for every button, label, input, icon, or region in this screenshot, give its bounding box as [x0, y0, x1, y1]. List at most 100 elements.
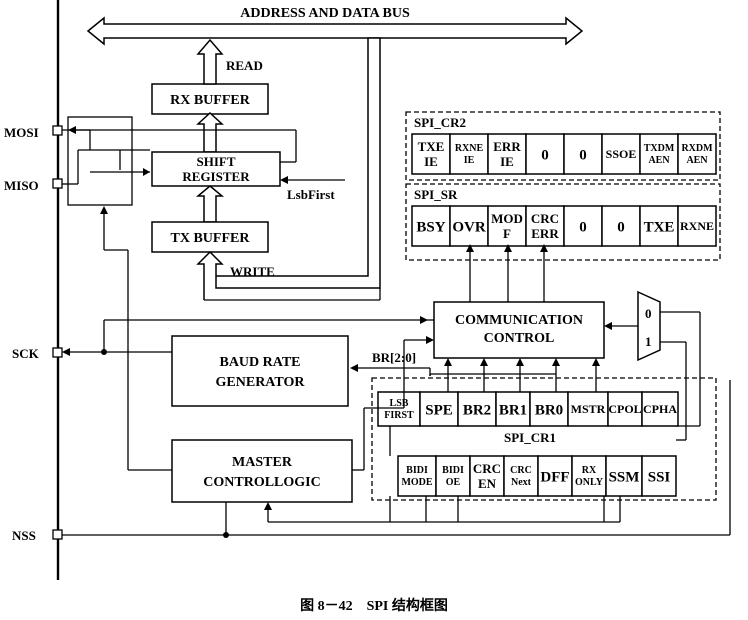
spi-cr1-row2-bit-6-text-0: SSM [609, 470, 640, 486]
spi-cr1-row2-bit-3-text-1: Next [511, 477, 532, 488]
spi-cr1-row1-bit-2-text-0: BR2 [463, 403, 491, 419]
tx-buffer: TX BUFFER [151, 221, 269, 253]
comm-to-sck-line [62, 316, 434, 356]
shift-register-label-1: SHIFT [196, 154, 235, 169]
spi-cr2-bit-1-text-0: RXNE [455, 143, 484, 154]
rx-buffer: RX BUFFER [151, 83, 269, 115]
spi-cr2-bit-6-text-1: AEN [648, 155, 670, 166]
pin-mosi: MOSI [4, 125, 63, 140]
spi-cr1-row1-bit-6: CPOL [607, 391, 643, 427]
tx-buffer-label: TX BUFFER [171, 231, 251, 246]
shift-mosi-loop [68, 126, 297, 163]
shift-to-rx-arrow [196, 111, 224, 153]
spi-sr-title: SPI_SR [414, 187, 458, 202]
bus-label: ADDRESS AND DATA BUS [240, 6, 410, 21]
spi-cr1-title: SPI_CR1 [504, 430, 556, 445]
spi-cr1-row1-bit-4-text-0: BR0 [535, 403, 563, 419]
spi-cr1-row2-bit-4-text-0: DFF [540, 470, 569, 486]
write-label: WRITE [230, 264, 275, 279]
spi-sr-bit-4: 0 [563, 205, 603, 247]
pin-miso-label: MISO [4, 178, 39, 193]
spi-sr-bit-2-text-0: MOD [491, 211, 523, 226]
spi-sr-bit-7: RXNE [677, 205, 717, 247]
communication-control: COMMUNICATION CONTROL [433, 301, 605, 359]
spi-cr1-row2-bit-3-text-0: CRC [510, 465, 532, 476]
spi-cr2-bit-2-text-0: ERR [493, 139, 521, 154]
spi-cr2-bit-4: 0 [563, 133, 603, 175]
lsbfirst-label: LsbFirst [287, 187, 335, 202]
rx-buffer-label: RX BUFFER [170, 93, 251, 108]
read-label: READ [226, 58, 263, 73]
spi-cr2-bit-7-text-0: RXDM [681, 143, 713, 154]
read-arrow: READ [196, 38, 263, 85]
spi-cr2-title: SPI_CR2 [414, 115, 466, 130]
spi-cr2-bit-5-text-0: SSOE [606, 147, 637, 161]
spi-cr2-bit-3-text-0: 0 [541, 148, 549, 164]
spi-sr-bit-1: OVR [449, 205, 489, 247]
mux-input-0: 0 [645, 306, 652, 321]
spi-cr2-bit-4-text-0: 0 [579, 148, 587, 164]
spi-cr1-row1-bit-1: SPE [419, 391, 459, 427]
spi-sr-bit-0: BSY [411, 205, 451, 247]
pin-switch-box [62, 116, 150, 206]
mux-input-1: 1 [645, 334, 652, 349]
baud-rate-label-1: BAUD RATE [219, 355, 300, 370]
pin-miso: MISO [4, 178, 63, 193]
spi-cr1-row2-bit-2-text-0: CRC [473, 461, 501, 476]
comm-to-sr-arrows [466, 244, 548, 302]
spi-sr-bit-5: 0 [601, 205, 641, 247]
spi-cr1-row2-bit-4: DFF [537, 455, 573, 497]
spi-cr2-bit-0-text-1: IE [424, 154, 438, 169]
spi-cr1-row2-bit-1-text-1: OE [446, 477, 461, 488]
spi-cr1-row1-bit-0-text-0: LSB [390, 398, 409, 409]
comm-control-label-1: COMMUNICATION [455, 313, 583, 328]
shift-register-label-2: REGISTER [182, 169, 250, 184]
baud-rate-generator: BAUD RATE GENERATOR [171, 335, 349, 407]
spi-cr1-row1-bit-5-text-0: MSTR [571, 402, 606, 416]
spi-sr-bit-1-text-0: OVR [452, 220, 486, 236]
address-data-bus: ADDRESS AND DATA BUS [86, 6, 584, 46]
spi-cr1-row1-bit-7: CPHA [641, 391, 679, 427]
write-arrow: WRITE [196, 37, 381, 300]
spi-cr1-row1-bit-5: MSTR [567, 391, 609, 427]
spi-cr1-row2-bit-7-text-0: SSI [648, 470, 671, 486]
spi-sr-bit-6-text-0: TXE [644, 220, 675, 236]
figure-caption: 图 8－42 SPI 结构框图 [300, 597, 448, 614]
spi-cr2-bit-1-text-1: IE [464, 155, 475, 166]
spi-cr2-bit-6-text-0: TXDM [644, 143, 675, 154]
spi-cr1-row1-bit-4: BR0 [529, 391, 569, 427]
comm-control-label-2: CONTROL [484, 331, 555, 346]
spi-sr-bit-2-text-1: F [503, 226, 511, 241]
master-control-label-2: CONTROLLOGIC [203, 475, 320, 490]
br-label: BR[2:0] [372, 350, 416, 365]
spi-cr2-bit-5: SSOE [601, 133, 641, 175]
spi-cr2-bit-0-text-0: TXE [418, 139, 445, 154]
spi-cr1-row2-bit-5-text-0: RX [582, 465, 597, 476]
spi-cr2-bit-3: 0 [525, 133, 565, 175]
spi-cr2-bit-2-text-1: IE [500, 154, 514, 169]
spi-cr1-row1-bit-3: BR1 [495, 391, 531, 427]
tx-to-shift-arrow [195, 185, 225, 223]
pin-nss-label: NSS [12, 528, 36, 543]
spi-cr1-row2-bit-6: SSM [605, 455, 643, 497]
spi-cr1-row1-bit-6-text-0: CPOL [608, 402, 641, 416]
pin-nss: NSS [12, 528, 63, 543]
cr1-to-comm-arrows [444, 358, 600, 392]
